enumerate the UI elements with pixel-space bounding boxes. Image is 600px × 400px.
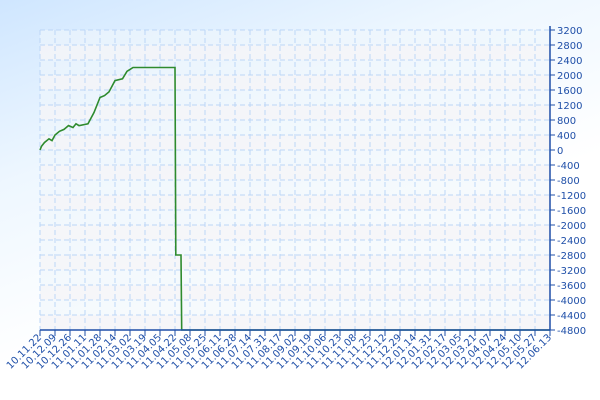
plot-band: [40, 30, 550, 45]
y-tick-label: 2000: [557, 71, 582, 82]
y-tick-label: -2000: [557, 221, 586, 232]
y-tick-label: -2800: [557, 251, 586, 262]
plot-band: [40, 300, 550, 315]
y-tick-label: -3600: [557, 281, 586, 292]
series-line-balance: [39, 66, 550, 331]
plot-band: [40, 60, 550, 75]
y-tick-label: 800: [557, 116, 576, 127]
plot-band: [40, 285, 550, 300]
y-tick-label: 1600: [557, 86, 582, 97]
y-tick-label: -3200: [557, 266, 586, 277]
y-tick-label: -800: [557, 176, 580, 187]
plot-band: [40, 270, 550, 285]
y-tick-label: -4400: [557, 311, 586, 322]
plot-band: [40, 180, 550, 195]
y-tick-label: -1600: [557, 206, 586, 217]
y-tick-label: -4800: [557, 326, 586, 337]
y-tick-label: -4000: [557, 296, 586, 307]
y-tick-label: 1200: [557, 101, 582, 112]
y-tick-label: 400: [557, 131, 576, 142]
y-tick-label: -2400: [557, 236, 586, 247]
y-tick-label: 3200: [557, 26, 582, 37]
y-tick-label: -1200: [557, 191, 586, 202]
plot-band: [40, 165, 550, 180]
y-tick-label: 2400: [557, 56, 582, 67]
plot-band: [40, 45, 550, 60]
y-tick-label: 2800: [557, 41, 582, 52]
plot-band: [40, 150, 550, 165]
y-tick-label: 0: [557, 146, 563, 157]
y-tick-label: -400: [557, 161, 580, 172]
